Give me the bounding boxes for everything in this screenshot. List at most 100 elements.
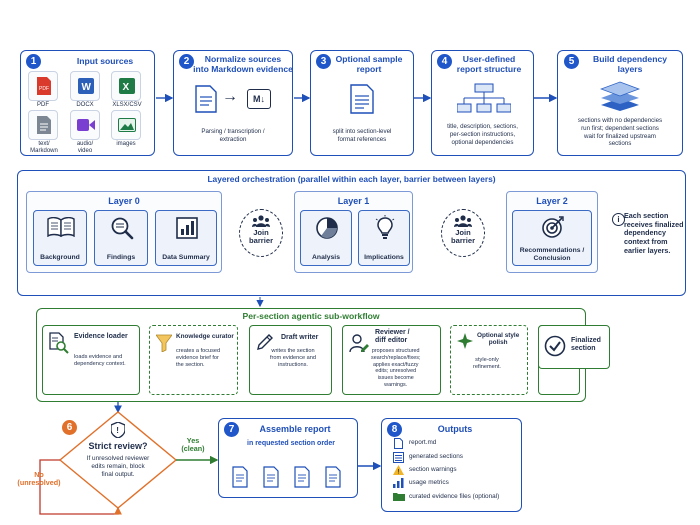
step-title: Optional style polish (477, 332, 520, 347)
step-desc: writes the section from evidence and ins… (270, 348, 317, 368)
step-desc: style-only refinement. (473, 357, 501, 370)
page-icon (232, 466, 248, 488)
step-desc: loads evidence and dependency context. (74, 354, 126, 367)
page-icon (263, 466, 279, 488)
findings-module: Findings (94, 210, 148, 266)
layer-1-title: Layer 1 (337, 196, 370, 206)
report-structure-title: User-defined report structure (456, 54, 522, 74)
bar-chart-icon (393, 478, 404, 488)
document-icon (195, 85, 217, 113)
step-desc: proposes structured search/replace/fixes… (371, 348, 421, 388)
module-label: Analysis (312, 253, 340, 261)
word-icon: W (78, 78, 94, 94)
excel-icon: X (119, 78, 135, 94)
xlsx-tile: X (111, 71, 141, 101)
yes-label: Yes (clean) (181, 436, 205, 454)
no-label: No (unresolved) (17, 470, 61, 488)
sample-report-title: Optional sample report (335, 54, 403, 74)
join-barrier-label: Join barrier (248, 228, 274, 246)
step-title: Knowledge curator (176, 333, 234, 340)
magnifier-icon (111, 217, 134, 240)
document-icon (394, 438, 403, 449)
info-icon: i (612, 213, 625, 226)
step-title: Draft writer (281, 334, 319, 341)
sparkle-icon (457, 333, 473, 349)
background-module: Background (33, 210, 87, 266)
step-number: 8 (387, 422, 402, 437)
strict-review-desc: If unresolved reviewer edits remain, blo… (86, 455, 150, 478)
step-number: 4 (437, 54, 452, 69)
svg-text:X: X (123, 82, 130, 93)
module-label: Findings (106, 253, 136, 261)
folder-icon (393, 493, 405, 501)
join-barrier-1: Join barrier (239, 209, 283, 257)
orchestration-title: Layered orchestration (parallel within e… (207, 174, 496, 184)
svg-text:PDF: PDF (39, 86, 49, 92)
normalize-title: Normalize sources into Markdown evidence (193, 54, 293, 74)
svg-text:W: W (82, 82, 92, 93)
xlsx-label: XLSX/CSV (112, 102, 142, 108)
document-search-icon (49, 332, 69, 354)
audio-tile (70, 110, 100, 140)
step-title: Finalized section (571, 337, 601, 353)
book-icon (47, 217, 75, 237)
module-label: Recommendations / Conclusion (519, 247, 585, 262)
audio-video-icon (77, 119, 95, 131)
lightbulb-icon (375, 215, 395, 239)
convert-arrow-icon: → (222, 88, 238, 105)
step-title: Reviewer / diff editor (375, 329, 410, 345)
draft-writer-step: Draft writer writes the section from evi… (249, 325, 332, 395)
layers-icon (600, 81, 640, 111)
report-document-icon (350, 84, 374, 114)
knowledge-curator-step: Knowledge curator creates a focused evid… (149, 325, 238, 395)
step-number: 7 (224, 422, 239, 437)
page-icon (325, 466, 341, 488)
step-title: Evidence loader (74, 333, 128, 340)
output-item: report.md (409, 439, 437, 446)
outputs-title: Outputs (437, 424, 473, 434)
step-number: 6 (62, 420, 77, 435)
group-icon (252, 215, 270, 227)
recommendations-module: Recommendations / Conclusion (512, 210, 592, 266)
step-number: 5 (564, 54, 579, 69)
data-summary-module: Data Summary (155, 210, 217, 266)
text-file-icon (37, 116, 51, 134)
reviewer-step: Reviewer / diff editor proposes structur… (342, 325, 441, 395)
pdf-label: PDF (37, 102, 49, 108)
subworkflow-title: Per-section agentic sub-workflow (242, 311, 380, 321)
hierarchy-icon (457, 83, 511, 113)
text-label: text/ Markdown (30, 141, 58, 154)
step-desc: creates a focused evidence brief for the… (176, 348, 221, 368)
module-label: Implications (364, 253, 404, 261)
pencil-icon (257, 334, 273, 350)
image-icon (118, 118, 136, 132)
module-label: Data Summary (162, 253, 210, 261)
normalize-panel (173, 50, 293, 156)
target-icon (542, 216, 564, 238)
style-polish-step: Optional style polish style-only refinem… (450, 325, 528, 395)
images-tile (111, 110, 141, 140)
input-sources-title: Input sources (76, 56, 134, 66)
report-structure-desc: title, description, sections, per-sectio… (447, 123, 518, 146)
analysis-module: Analysis (300, 210, 352, 266)
normalize-desc: Parsing / transcription / extraction (201, 128, 265, 143)
images-label: images (116, 141, 136, 147)
markdown-icon: M↓ (247, 89, 271, 109)
assemble-report-subtitle: in requested section order (247, 440, 335, 447)
group-icon (454, 215, 472, 227)
sections-icon (393, 452, 404, 463)
svg-text:!: ! (116, 426, 119, 435)
pdf-tile: PDF (28, 71, 58, 101)
docx-tile: W (70, 71, 100, 101)
text-tile (28, 110, 58, 140)
finalized-section-card: Finalized section (538, 325, 610, 369)
output-item: generated sections (409, 453, 464, 460)
layer-2-title: Layer 2 (536, 196, 568, 206)
dependency-layers-title: Build dependency layers (592, 54, 667, 74)
funnel-icon (156, 334, 172, 352)
dependency-layers-desc: sections with no dependencies run first;… (577, 117, 663, 148)
module-label: Background (40, 253, 80, 261)
warning-icon: ! (393, 465, 404, 475)
layer-0-title: Layer 0 (108, 196, 140, 206)
page-icon (294, 466, 310, 488)
